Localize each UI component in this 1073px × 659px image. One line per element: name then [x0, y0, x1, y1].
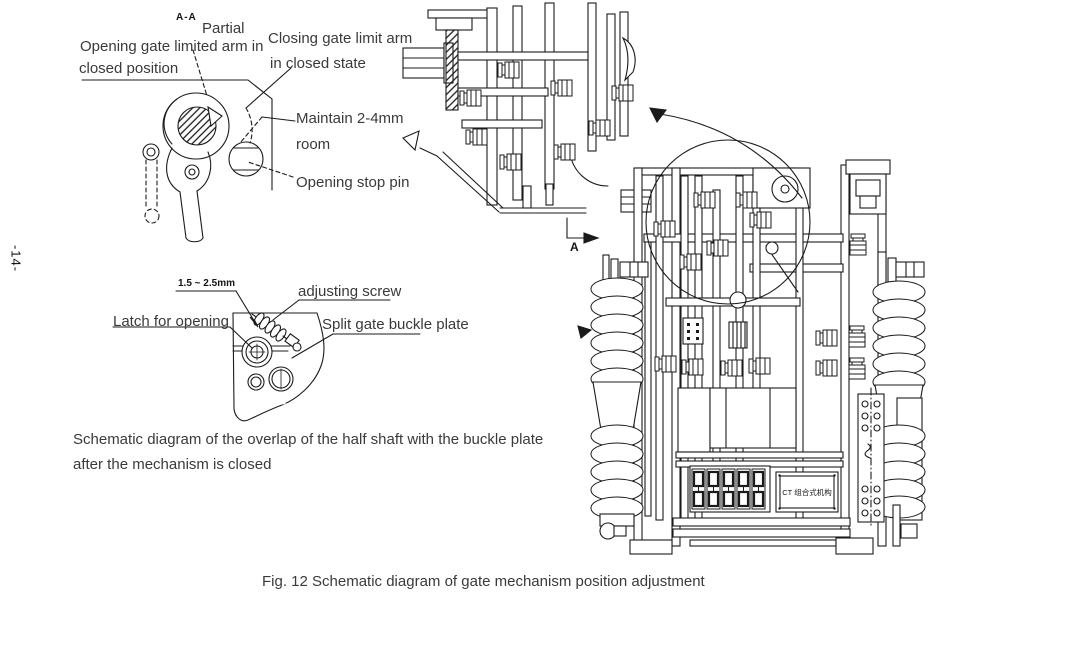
partial-enlarged-drawing — [402, 2, 636, 214]
detail-leader-arrow — [577, 107, 803, 339]
label-split-gate-buckle-plate: Split gate buckle plate — [322, 316, 469, 333]
nameplate — [775, 471, 839, 513]
latch-caption-line1: Schematic diagram of the overlap of the … — [73, 431, 544, 448]
view-a-arrow — [566, 217, 600, 244]
page-number: -14- — [8, 244, 24, 273]
label-opening-arm-line2: closed position — [79, 60, 179, 77]
label-closing-arm-line2: in closed state — [270, 55, 366, 72]
label-latch-for-opening: Latch for opening — [113, 313, 229, 330]
label-gap-line2: room — [296, 136, 331, 153]
view-a-label: A — [570, 240, 579, 254]
nameplate-label: CT 组合式机构 — [782, 488, 832, 497]
label-closing-arm-line1: Closing gate limit arm — [268, 30, 413, 47]
assembly-front-drawing — [590, 139, 926, 555]
section-label-aa: A-A — [176, 12, 197, 23]
figure-caption: Fig. 12 Schematic diagram of gate mechan… — [262, 573, 705, 590]
dimension-label: 1.5 ~ 2.5mm — [178, 278, 235, 289]
latch-caption-line2: after the mechanism is closed — [73, 456, 272, 473]
aa-detail-drawing — [81, 49, 296, 243]
label-gap-line1: Maintain 2-4mm — [296, 110, 404, 127]
label-adjusting-screw: adjusting screw — [298, 283, 402, 300]
latch-detail-drawing — [112, 290, 421, 422]
view-type-label: Partial — [202, 20, 245, 37]
label-opening-stop-pin: Opening stop pin — [296, 174, 410, 191]
perforated-strip — [857, 387, 885, 529]
label-opening-arm-line1: Opening gate limited arm in — [80, 38, 264, 55]
